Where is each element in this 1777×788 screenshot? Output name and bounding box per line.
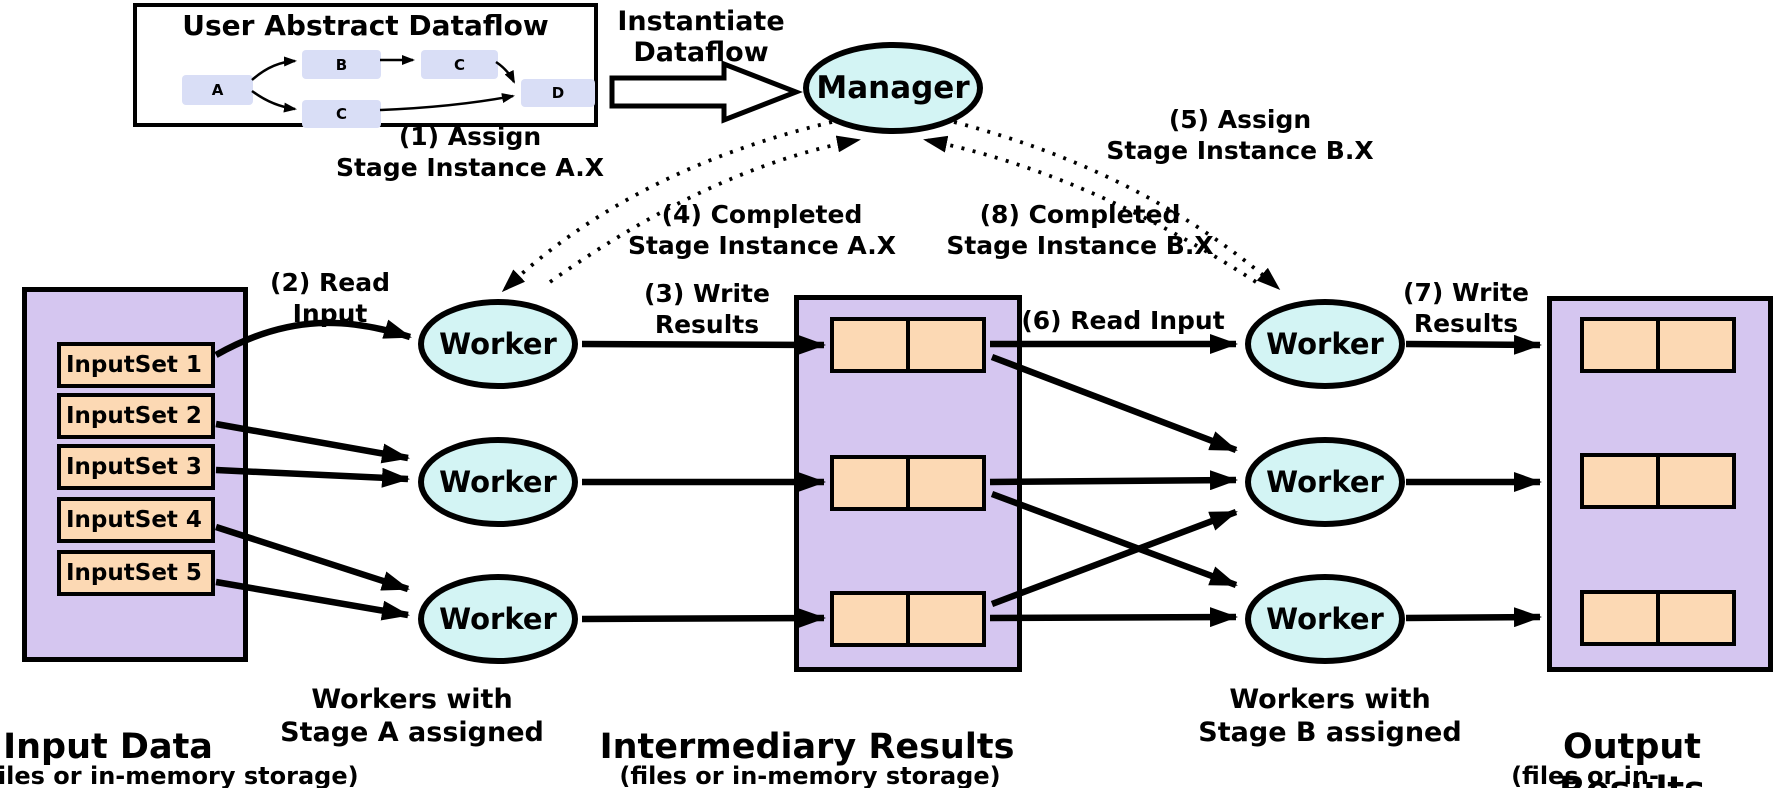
output-results-box <box>1547 296 1773 672</box>
abstract-node-d: D <box>521 79 595 107</box>
result-slot <box>906 317 986 373</box>
abstract-node-a: A <box>182 75 253 105</box>
user-abstract-dataflow-box: User Abstract Dataflow A B C C D <box>133 3 598 128</box>
inputset-4: InputSet 4 <box>57 497 215 543</box>
intermediary-results-subtitle: (files or in-memory storage) <box>619 762 1001 788</box>
inputset-1: InputSet 1 <box>57 342 215 388</box>
instantiate-dataflow-label: Instantiate Dataflow <box>617 6 785 69</box>
result-slot <box>1656 590 1736 646</box>
edge-results3-workerB2 <box>990 508 1238 608</box>
step3-label: (3) Write Results <box>644 279 770 339</box>
intermediary-pair-2 <box>830 455 986 511</box>
intermediary-pair-3 <box>830 591 986 647</box>
worker-a2-node: Worker <box>418 437 578 527</box>
abstract-node-b: B <box>302 50 381 79</box>
output-results-title: Output Results <box>1559 727 1705 788</box>
output-pair-1 <box>1580 317 1736 373</box>
result-slot <box>1656 317 1736 373</box>
result-slot <box>906 591 986 647</box>
intermediary-results-title: Intermediary Results <box>599 727 1015 767</box>
result-slot <box>830 591 910 647</box>
output-pair-3 <box>1580 590 1736 646</box>
output-results-subtitle: (files or in-memory storage) <box>1511 762 1659 788</box>
edge-results2-workerB3 <box>990 490 1238 589</box>
worker-b2-node: Worker <box>1245 437 1405 527</box>
result-slot <box>1656 453 1736 509</box>
edge-results1-workerB2 <box>990 353 1238 454</box>
workers-stage-b-caption: Workers with Stage B assigned <box>1198 684 1462 748</box>
step5-label: (5) Assign Stage Instance B.X <box>1106 105 1374 165</box>
input-data-title: Input Data <box>3 727 213 767</box>
worker-a3-node: Worker <box>418 574 578 664</box>
result-slot <box>830 455 910 511</box>
inputset-5: InputSet 5 <box>57 550 215 596</box>
result-slot <box>906 455 986 511</box>
inputset-3: InputSet 3 <box>57 444 215 490</box>
step2-label: (2) Read Input <box>270 268 390 328</box>
inputset-2: InputSet 2 <box>57 393 215 439</box>
input-data-subtitle: (files or in-memory storage) <box>0 762 359 788</box>
result-slot <box>830 317 910 373</box>
edge-results2-workerB2 <box>989 470 1238 491</box>
worker-a1-node: Worker <box>418 299 578 389</box>
step8-label: (8) Completed Stage Instance B.X <box>946 200 1214 260</box>
input-data-box: InputSet 1 InputSet 2 InputSet 3 InputSe… <box>22 287 248 662</box>
step4-label: (4) Completed Stage Instance A.X <box>627 200 897 260</box>
step6-label: (6) Read Input <box>1021 306 1225 335</box>
instantiate-arrow <box>609 60 803 124</box>
abstract-dataflow-title: User Abstract Dataflow <box>182 9 549 42</box>
manager-node: Manager <box>803 42 983 134</box>
abstract-node-c2: C <box>302 100 381 128</box>
edge-workerB1-output1 <box>1405 334 1542 355</box>
step7-label: (7) Write Results <box>1403 278 1529 338</box>
workers-stage-a-caption: Workers with Stage A assigned <box>280 684 544 748</box>
edge-workerB3-output3 <box>1405 607 1542 628</box>
worker-b1-node: Worker <box>1245 299 1405 389</box>
step1-label: (1) Assign Stage Instance A.X <box>335 122 605 182</box>
result-slot <box>1580 453 1660 509</box>
result-slot <box>1580 317 1660 373</box>
intermediary-results-box <box>794 295 1022 672</box>
edge-workerA3-results3 <box>581 608 826 629</box>
edge-workerA1-results1 <box>581 334 826 355</box>
edge-results3-workerB3 <box>989 607 1238 628</box>
worker-b3-node: Worker <box>1245 574 1405 664</box>
intermediary-pair-1 <box>830 317 986 373</box>
output-pair-2 <box>1580 453 1736 509</box>
result-slot <box>1580 590 1660 646</box>
abstract-node-c1: C <box>421 50 498 79</box>
